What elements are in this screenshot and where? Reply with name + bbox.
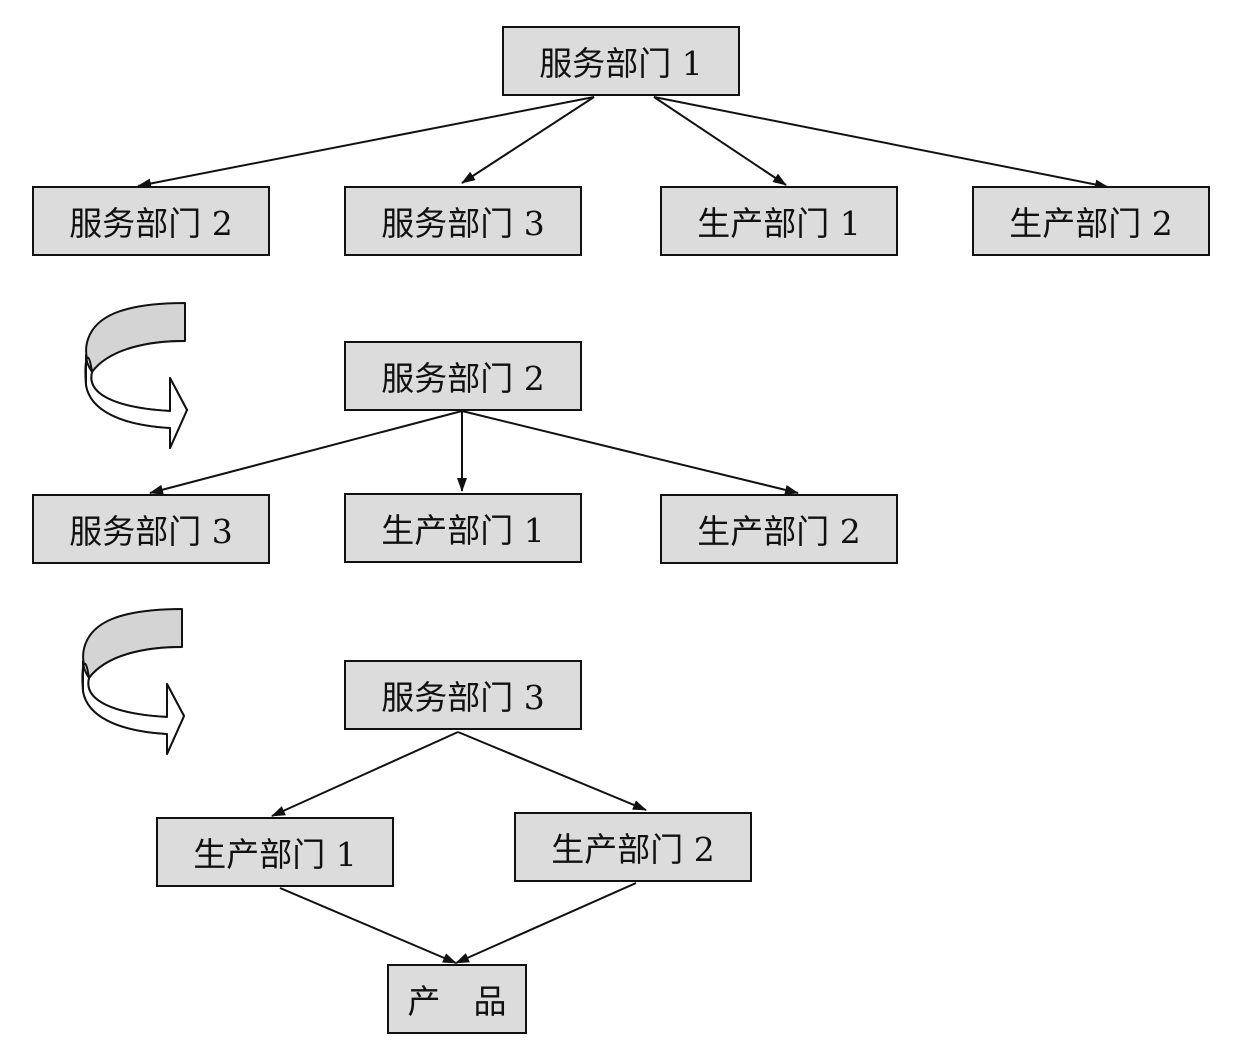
stage1-child-box: 生产部门 1	[660, 186, 898, 256]
connector-arrow	[461, 96, 595, 184]
connector-arrow	[137, 96, 595, 189]
stage2-child-box: 生产部门 1	[344, 493, 582, 563]
stage2-child-label: 生产部门 2	[697, 512, 861, 551]
stage1-child-box: 服务部门 2	[32, 186, 270, 256]
product-box: 产 品	[387, 964, 527, 1034]
connector-arrow	[271, 731, 459, 817]
stage1-child-label: 生产部门 1	[697, 204, 861, 243]
stage3-child-box: 生产部门 2	[514, 812, 752, 882]
stage2-root-box: 服务部门 2	[344, 341, 582, 411]
connector-arrow	[653, 96, 787, 186]
stage1-child-box: 生产部门 2	[972, 186, 1210, 256]
stage1-root-label: 服务部门 1	[539, 44, 703, 83]
curved-arrow-icon	[84, 302, 188, 449]
stage2-child-label: 生产部门 1	[381, 511, 545, 550]
connector-arrow	[279, 887, 457, 964]
stage3-root-label: 服务部门 3	[381, 678, 545, 717]
curved-arrow-icon	[81, 608, 185, 755]
product-label: 产 品	[407, 982, 507, 1021]
stage1-child-label: 服务部门 3	[381, 204, 545, 243]
stage2-child-box: 生产部门 2	[660, 494, 898, 564]
stage2-child-box: 服务部门 3	[32, 494, 270, 564]
stage3-child-box: 生产部门 1	[156, 817, 394, 887]
stage1-child-label: 服务部门 2	[69, 204, 233, 243]
stage1-root-box: 服务部门 1	[502, 26, 740, 96]
stage1-child-box: 服务部门 3	[344, 186, 582, 256]
stage2-root-label: 服务部门 2	[381, 359, 545, 398]
stage1-child-label: 生产部门 2	[1009, 204, 1173, 243]
connector-arrow	[461, 410, 799, 495]
stage3-child-label: 生产部门 2	[551, 830, 715, 869]
connector-arrow	[455, 882, 637, 964]
connector-arrow	[653, 96, 1109, 190]
connector-arrow	[149, 410, 463, 495]
connector-arrow	[457, 731, 647, 811]
stage2-child-label: 服务部门 3	[69, 512, 233, 551]
stage3-child-label: 生产部门 1	[193, 835, 357, 874]
stage3-root-box: 服务部门 3	[344, 660, 582, 730]
